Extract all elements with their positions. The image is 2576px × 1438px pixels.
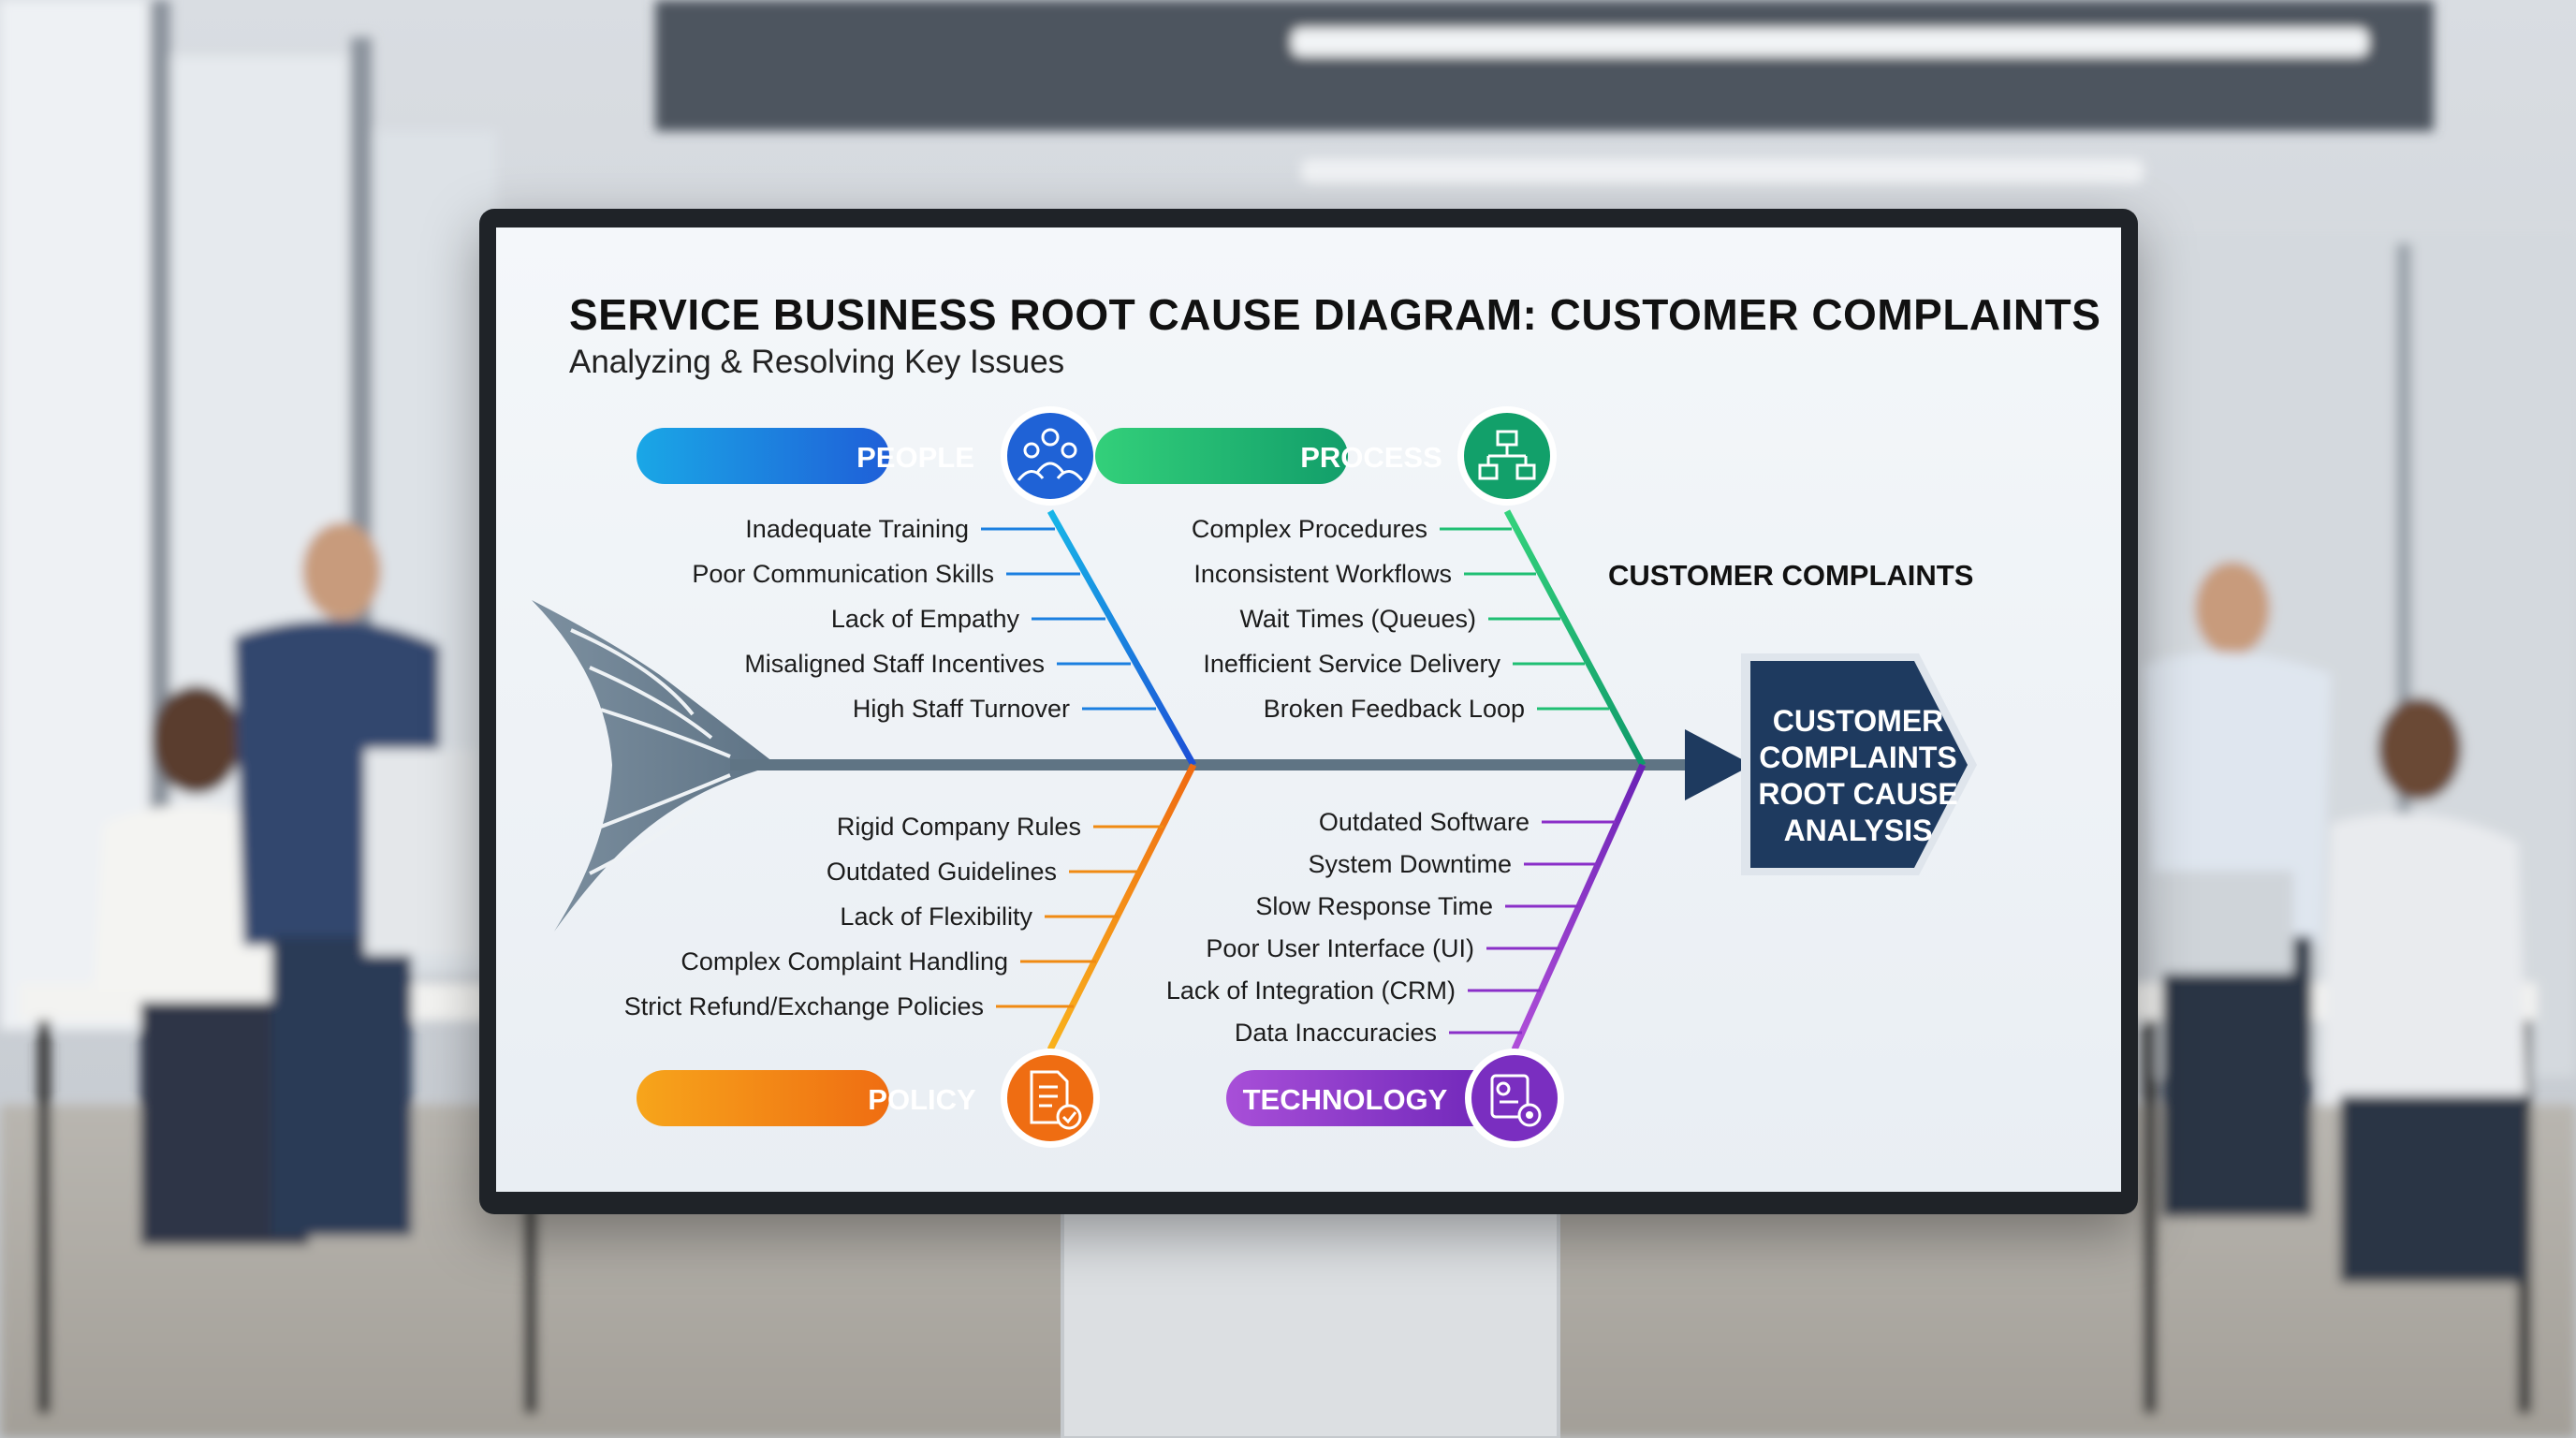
spine-arrowhead <box>1685 729 1752 800</box>
technology-cause-1: Outdated Software <box>1319 808 1530 836</box>
people-pill <box>637 428 889 484</box>
page-title: SERVICE BUSINESS ROOT CAUSE DIAGRAM: CUS… <box>569 290 2101 339</box>
technology-cause-6: Data Inaccuracies <box>1235 1019 1437 1047</box>
people-cause-4: Misaligned Staff Incentives <box>744 650 1045 678</box>
technology-branch: Outdated Software System Downtime Slow R… <box>1166 763 1647 1148</box>
people-cause-1: Inadequate Training <box>745 515 969 543</box>
technology-cause-4: Poor User Interface (UI) <box>1206 934 1474 962</box>
process-cause-4: Inefficient Service Delivery <box>1203 650 1500 678</box>
policy-cause-2: Outdated Guidelines <box>827 858 1057 886</box>
people-group-icon <box>1001 406 1100 506</box>
technology-cause-3: Slow Response Time <box>1255 892 1493 920</box>
fishbone-diagram: CUSTOMER COMPLAINTS CUSTOMER COMPLAINTS … <box>532 406 1977 1148</box>
people-cause-3: Lack of Empathy <box>831 605 1020 633</box>
technology-pill <box>1226 1070 1507 1126</box>
technology-label: TECHNOLOGY <box>1243 1083 1448 1116</box>
policy-branch: Rigid Company Rules Outdated Guidelines … <box>624 763 1197 1148</box>
people-label: PEOPLE <box>856 441 974 474</box>
technology-cause-5: Lack of Integration (CRM) <box>1166 976 1456 1005</box>
effect-box: CUSTOMER COMPLAINTS ROOT CAUSE ANALYSIS <box>1741 653 1977 875</box>
process-cause-1: Complex Procedures <box>1192 515 1427 543</box>
effect-box-line-3: ROOT CAUSE <box>1758 777 1957 811</box>
effect-box-line-4: ANALYSIS <box>1784 814 1933 847</box>
fish-tail-icon <box>532 600 777 932</box>
process-cause-2: Inconsistent Workflows <box>1193 560 1452 588</box>
effect-box-line-2: COMPLAINTS <box>1759 741 1957 774</box>
process-cause-3: Wait Times (Queues) <box>1239 605 1476 633</box>
policy-cause-3: Lack of Flexibility <box>840 902 1032 931</box>
effect-label: CUSTOMER COMPLAINTS <box>1608 559 1973 592</box>
diagram-screen: SERVICE BUSINESS ROOT CAUSE DIAGRAM: CUS… <box>496 227 2121 1192</box>
document-check-icon <box>1001 1049 1100 1148</box>
flowchart-icon <box>1457 406 1557 506</box>
process-pill <box>1095 428 1348 484</box>
policy-pill <box>637 1070 889 1126</box>
policy-cause-5: Strict Refund/Exchange Policies <box>624 992 984 1020</box>
people-cause-2: Poor Communication Skills <box>692 560 994 588</box>
process-cause-5: Broken Feedback Loop <box>1264 695 1525 723</box>
people-cause-5: High Staff Turnover <box>853 695 1070 723</box>
policy-cause-4: Complex Complaint Handling <box>681 947 1008 976</box>
policy-cause-1: Rigid Company Rules <box>837 813 1081 841</box>
process-label: PROCESS <box>1300 441 1442 474</box>
people-branch: Inadequate Training Poor Communication S… <box>637 406 1197 767</box>
policy-label: POLICY <box>868 1083 976 1116</box>
gear-device-icon <box>1465 1049 1564 1148</box>
technology-cause-2: System Downtime <box>1308 850 1512 878</box>
process-branch: Complex Procedures Inconsistent Workflow… <box>1095 406 1647 767</box>
monitor: SERVICE BUSINESS ROOT CAUSE DIAGRAM: CUS… <box>479 209 2138 1214</box>
page-subtitle: Analyzing & Resolving Key Issues <box>569 344 1065 380</box>
effect-box-line-1: CUSTOMER <box>1773 704 1944 738</box>
